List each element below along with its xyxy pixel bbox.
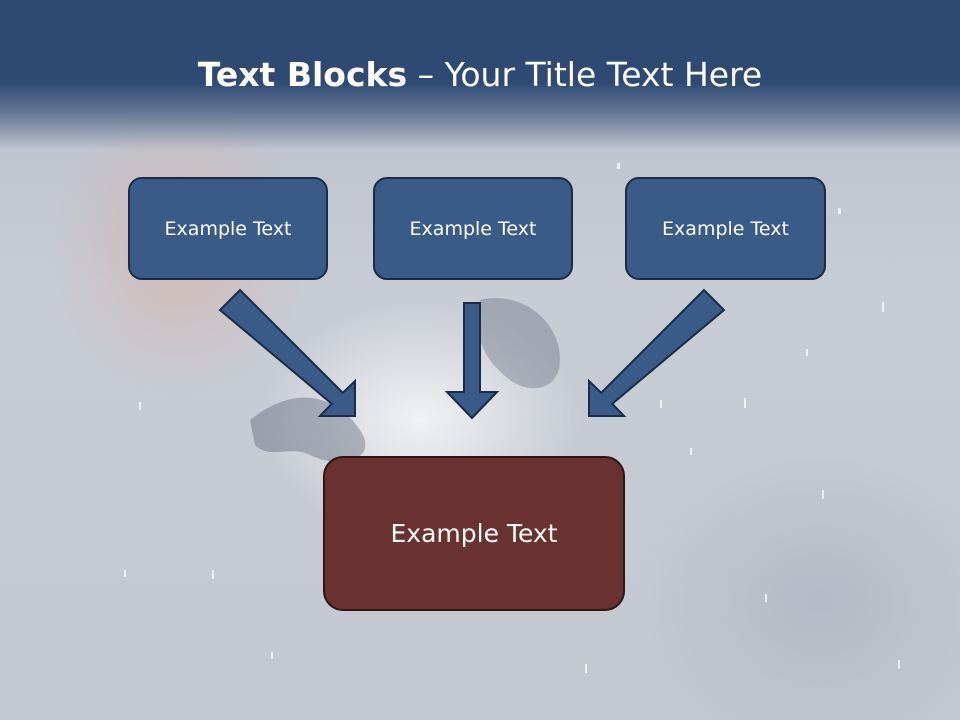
text-block-1-label: Example Text: [164, 217, 292, 240]
title-bar: [0, 0, 960, 150]
target-block[interactable]: Example Text: [323, 456, 625, 611]
text-block-2[interactable]: Example Text: [373, 177, 573, 280]
text-block-3[interactable]: Example Text: [625, 177, 826, 280]
arrow-left-down: [218, 288, 356, 417]
title-rest-part: – Your Title Text Here: [407, 55, 763, 94]
arrow-center-down: [444, 302, 500, 420]
target-block-label: Example Text: [390, 519, 558, 548]
text-block-3-label: Example Text: [662, 217, 789, 240]
text-block-2-label: Example Text: [409, 217, 537, 240]
arrow-right-down: [588, 288, 726, 417]
slide-title: Text Blocks – Your Title Text Here: [0, 52, 960, 98]
text-block-1[interactable]: Example Text: [128, 177, 328, 280]
title-bold-part: Text Blocks: [197, 55, 408, 94]
